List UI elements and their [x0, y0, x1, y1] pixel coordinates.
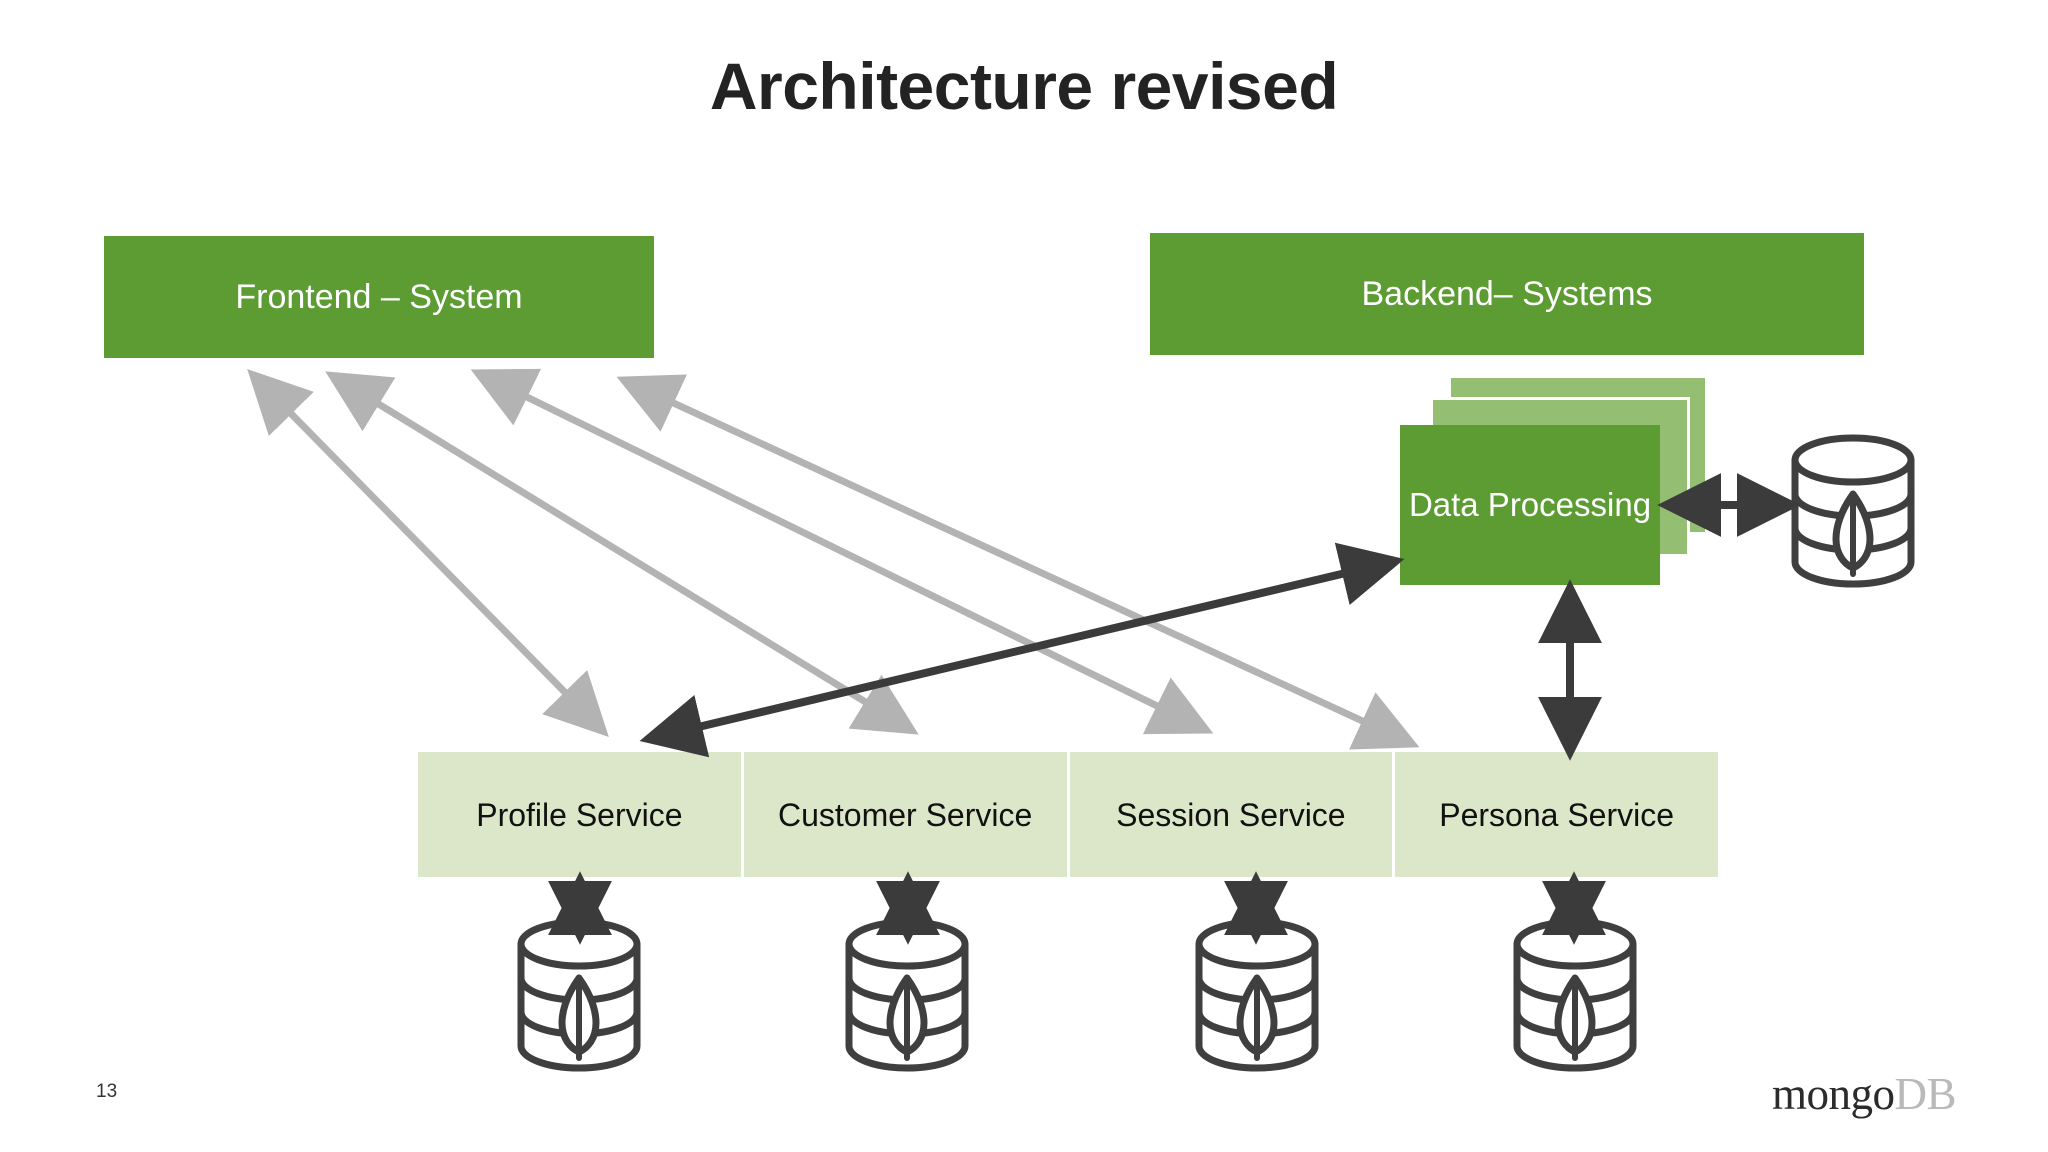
mongodb-logo-mongo: mongo	[1772, 1069, 1895, 1119]
mongodb-database-icon-persona	[1508, 916, 1642, 1081]
slide-number: 13	[96, 1081, 118, 1102]
service-box-session[interactable]: Session Service	[1069, 752, 1396, 877]
mongodb-logo-db: DB	[1894, 1069, 1957, 1119]
service-box-customer[interactable]: Customer Service	[743, 752, 1070, 877]
service-row: Profile Service Customer Service Session…	[418, 752, 1718, 877]
connector-frontend-persona	[616, 374, 1420, 750]
service-box-persona[interactable]: Persona Service	[1395, 752, 1718, 877]
service-label-profile: Profile Service	[476, 796, 683, 833]
connector-frontend-customer	[325, 371, 919, 735]
service-label-customer: Customer Service	[777, 796, 1033, 833]
connector-profile-data-processing	[639, 542, 1405, 758]
backend-systems-label: Backend– Systems	[1361, 274, 1653, 313]
backend-systems-box[interactable]: Backend– Systems	[1150, 233, 1864, 355]
service-box-profile[interactable]: Profile Service	[418, 752, 744, 877]
mongodb-logo: mongoDB	[1772, 1068, 1957, 1120]
service-label-session: Session Service	[1116, 796, 1346, 833]
mongodb-database-icon-profile	[512, 916, 646, 1081]
frontend-system-box[interactable]: Frontend – System	[104, 236, 654, 358]
mongodb-database-icon-customer	[840, 916, 974, 1081]
frontend-system-label: Frontend – System	[235, 277, 523, 316]
data-processing-label: Data Processing	[1408, 485, 1652, 523]
page-title: Architecture revised	[709, 49, 1339, 123]
mongodb-database-icon-session	[1190, 916, 1324, 1081]
data-processing-card-front[interactable]: Data Processing	[1400, 425, 1660, 585]
data-processing-stack[interactable]: Data Processing	[1400, 375, 1710, 585]
connector-frontend-profile	[247, 369, 609, 737]
mongodb-database-icon-processing	[1786, 432, 1920, 597]
service-label-persona: Persona Service	[1439, 796, 1675, 833]
connector-frontend-session	[470, 368, 1214, 735]
